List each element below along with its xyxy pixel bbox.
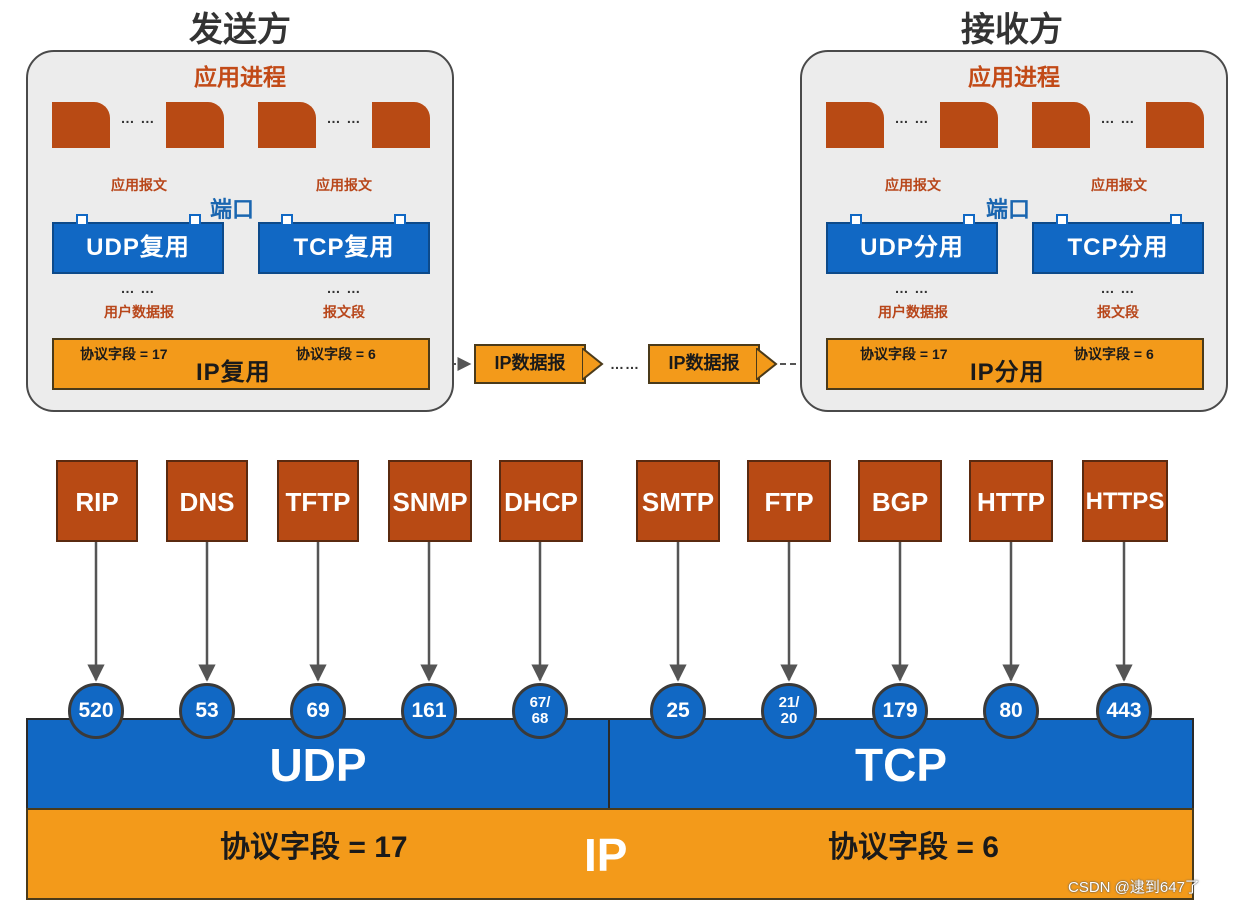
- port-80: 80: [983, 683, 1039, 739]
- sender-port-square: [76, 214, 88, 226]
- port-69: 69: [290, 683, 346, 739]
- sender-field-udp: 协议字段 = 17: [80, 346, 168, 362]
- port-520: 520: [68, 683, 124, 739]
- ip-field-udp: 协议字段 = 17: [220, 831, 408, 864]
- receiver-dots-1: … …: [894, 110, 930, 126]
- sender-doc-3: [258, 102, 316, 148]
- receiver-doc-2: [940, 102, 998, 148]
- protocol-rip: RIP: [56, 460, 138, 542]
- receiver-app-process: 应用进程: [968, 64, 1060, 90]
- port-443: 443: [1096, 683, 1152, 739]
- port-161: 161: [401, 683, 457, 739]
- sender-doc-1: [52, 102, 110, 148]
- receiver-port-square: [850, 214, 862, 226]
- sender-tcp-unit: 报文段: [304, 302, 384, 322]
- ip-datagram-1: IP数据报: [474, 344, 586, 384]
- receiver-app-message-tcp: 应用报文: [1070, 175, 1168, 195]
- sender-dots-4: … …: [326, 280, 362, 296]
- receiver-port-square: [963, 214, 975, 226]
- receiver-app-message-udp: 应用报文: [864, 175, 962, 195]
- datagram-arrow-head-icon: [756, 348, 778, 380]
- protocol-smtp: SMTP: [636, 460, 720, 542]
- sender-app-message-udp: 应用报文: [90, 175, 188, 195]
- sender-doc-2: [166, 102, 224, 148]
- protocol-http: HTTP: [969, 460, 1053, 542]
- ip-field-tcp: 协议字段 = 6: [828, 831, 999, 864]
- ip-layer-label: IP: [584, 829, 628, 881]
- receiver-port-square: [1056, 214, 1068, 226]
- receiver-field-udp: 协议字段 = 17: [860, 346, 948, 362]
- sender-ip-mux: [52, 338, 430, 390]
- sender-title: 发送方: [189, 11, 291, 49]
- sender-dots-3: … …: [120, 280, 156, 296]
- port-25: 25: [650, 683, 706, 739]
- sender-port-square: [189, 214, 201, 226]
- sender-port-square: [394, 214, 406, 226]
- port-179: 179: [872, 683, 928, 739]
- receiver-port-square: [1170, 214, 1182, 226]
- sender-app-process: 应用进程: [194, 64, 286, 90]
- udp-layer-label: UDP: [269, 739, 367, 791]
- transit-dots: ……: [610, 356, 640, 372]
- sender-dots-2: … …: [326, 110, 362, 126]
- protocol-tftp: TFTP: [277, 460, 359, 542]
- receiver-doc-4: [1146, 102, 1204, 148]
- sender-ip-label: IP复用: [196, 359, 271, 386]
- receiver-dots-3: … …: [894, 280, 930, 296]
- port-21-20: 21/ 20: [761, 683, 817, 739]
- receiver-field-tcp: 协议字段 = 6: [1074, 346, 1154, 362]
- port-67: 67/: [529, 694, 551, 712]
- receiver-tcp-demux: TCP分用: [1032, 222, 1204, 274]
- port-21: 21/: [778, 694, 800, 712]
- tcp-layer-label: TCP: [855, 739, 947, 791]
- receiver-doc-3: [1032, 102, 1090, 148]
- sender-tcp-mux: TCP复用: [258, 222, 430, 274]
- receiver-ip-demux: [826, 338, 1204, 390]
- receiver-udp-unit: 用户数据报: [862, 302, 964, 322]
- protocol-https: HTTPS: [1082, 460, 1168, 542]
- protocol-dns: DNS: [166, 460, 248, 542]
- port-20: 20: [780, 710, 798, 727]
- receiver-port-label: 端口: [986, 197, 1031, 222]
- ip-datagram-2: IP数据报: [648, 344, 760, 384]
- sender-field-tcp: 协议字段 = 6: [296, 346, 376, 362]
- watermark: CSDN @逮到647了: [1068, 879, 1200, 896]
- port-68: 68: [531, 710, 549, 727]
- port-67-68: 67/ 68: [512, 683, 568, 739]
- sender-port-square: [281, 214, 293, 226]
- receiver-dots-2: … …: [1100, 110, 1136, 126]
- sender-doc-4: [372, 102, 430, 148]
- receiver-udp-demux: UDP分用: [826, 222, 998, 274]
- protocol-ftp: FTP: [747, 460, 831, 542]
- protocol-snmp: SNMP: [388, 460, 472, 542]
- receiver-title: 接收方: [961, 11, 1063, 49]
- protocol-bgp: BGP: [858, 460, 942, 542]
- port-53: 53: [179, 683, 235, 739]
- sender-app-message-tcp: 应用报文: [295, 175, 393, 195]
- sender-dots-1: … …: [120, 110, 156, 126]
- receiver-dots-4: … …: [1100, 280, 1136, 296]
- receiver-ip-label: IP分用: [970, 359, 1045, 386]
- sender-udp-unit: 用户数据报: [88, 302, 190, 322]
- receiver-doc-1: [826, 102, 884, 148]
- protocol-dhcp: DHCP: [499, 460, 583, 542]
- sender-port-label: 端口: [210, 197, 255, 222]
- ip-layer: [26, 808, 1194, 900]
- receiver-tcp-unit: 报文段: [1078, 302, 1158, 322]
- datagram-arrow-head-icon: [582, 348, 604, 380]
- sender-udp-mux: UDP复用: [52, 222, 224, 274]
